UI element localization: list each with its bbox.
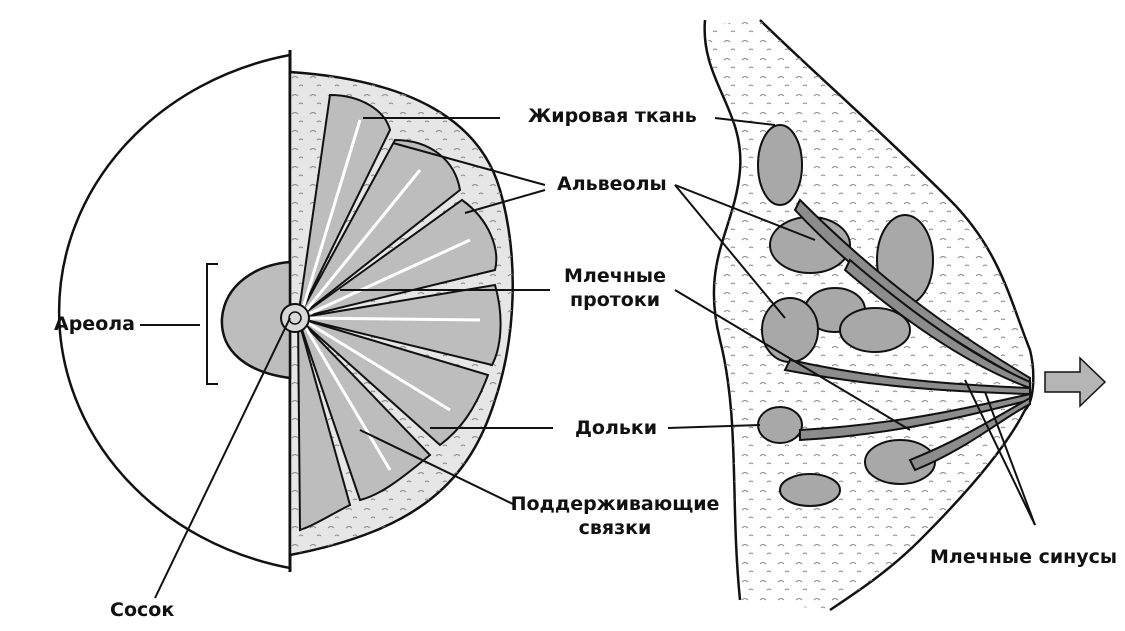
label-ligaments-line2: связки — [510, 516, 720, 540]
label-lobules: Дольки — [575, 416, 657, 440]
label-alveoli: Альвеолы — [557, 172, 667, 196]
label-milk-ducts-line2: протоки — [560, 288, 670, 312]
side-view — [705, 20, 1105, 610]
label-nipple: Сосок — [110, 598, 174, 622]
front-view — [59, 50, 513, 572]
label-milk-ducts-line1: Млечные — [560, 264, 670, 288]
flow-arrow — [1045, 358, 1105, 406]
label-areola: Ареола — [54, 312, 135, 336]
label-supporting-ligaments: Поддерживающие связки — [510, 492, 720, 540]
label-fat-tissue: Жировая ткань — [528, 104, 697, 128]
label-ligaments-line1: Поддерживающие — [510, 492, 720, 516]
label-milk-ducts: Млечные протоки — [560, 264, 670, 312]
label-milk-sinuses: Млечные синусы — [930, 545, 1117, 569]
